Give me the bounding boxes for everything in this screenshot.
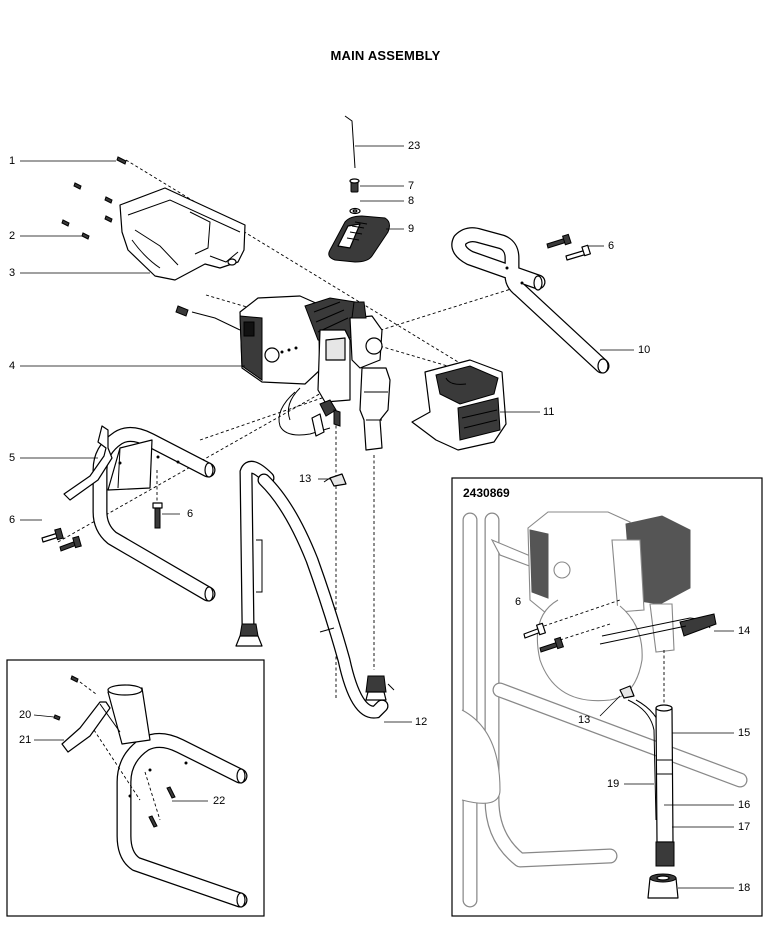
callout-12: 12 xyxy=(415,716,428,728)
callout-6-top-right: 6 xyxy=(608,240,615,252)
callout-10: 10 xyxy=(638,344,651,356)
inset-box-cup-assembly xyxy=(6,659,265,917)
callout-22: 22 xyxy=(213,795,226,807)
suction-tube xyxy=(235,460,275,647)
callout-19: 19 xyxy=(607,778,620,790)
callout-5: 5 xyxy=(9,452,16,464)
callout-6-inset: 6 xyxy=(515,596,522,608)
callout-6-center: 6 xyxy=(187,508,194,520)
part-6-bolts-top xyxy=(546,233,591,261)
inset-kit-drawing xyxy=(461,511,748,908)
callout-18: 18 xyxy=(738,882,751,894)
callout-23: 23 xyxy=(408,140,421,152)
inset-kit-number: 2430869 xyxy=(463,486,510,500)
part-9-grip xyxy=(328,215,390,263)
callout-13-inset: 13 xyxy=(578,714,591,726)
callout-2: 2 xyxy=(9,230,16,242)
part-1-screw xyxy=(116,156,127,165)
part-6-bolts-left xyxy=(41,502,163,552)
callout-11: 11 xyxy=(543,406,555,418)
part-5-leg-frame xyxy=(63,425,216,602)
part-8-washer xyxy=(349,207,361,215)
callout-9: 9 xyxy=(408,223,415,235)
diagram-title: MAIN ASSEMBLY xyxy=(330,48,441,63)
callout-16: 16 xyxy=(738,799,751,811)
callout-20: 20 xyxy=(19,709,32,721)
part-2-screws xyxy=(61,182,113,240)
callout-17: 17 xyxy=(738,821,751,833)
callout-8: 8 xyxy=(408,195,415,207)
callout-14: 14 xyxy=(738,625,751,637)
callout-7: 7 xyxy=(408,180,415,192)
part-13-clip xyxy=(323,473,347,487)
part-3-shroud xyxy=(119,187,246,281)
callout-13: 13 xyxy=(299,473,312,485)
callout-1: 1 xyxy=(9,155,16,167)
callout-4: 4 xyxy=(9,360,16,372)
inset-box-kit xyxy=(451,477,763,917)
part-11-front-cover xyxy=(411,359,507,451)
part-10-handle xyxy=(451,227,610,374)
callout-6-left: 6 xyxy=(9,514,16,526)
part-23-rod xyxy=(344,115,356,169)
callout-21: 21 xyxy=(19,734,32,746)
callout-15: 15 xyxy=(738,727,751,739)
inset-cup-assembly-drawing xyxy=(53,675,248,908)
part-4-motor-assembly xyxy=(175,295,391,451)
part-7-screw xyxy=(349,178,360,193)
callout-3: 3 xyxy=(9,267,16,279)
leader-lines xyxy=(20,145,734,889)
part-12-hose xyxy=(257,473,395,719)
